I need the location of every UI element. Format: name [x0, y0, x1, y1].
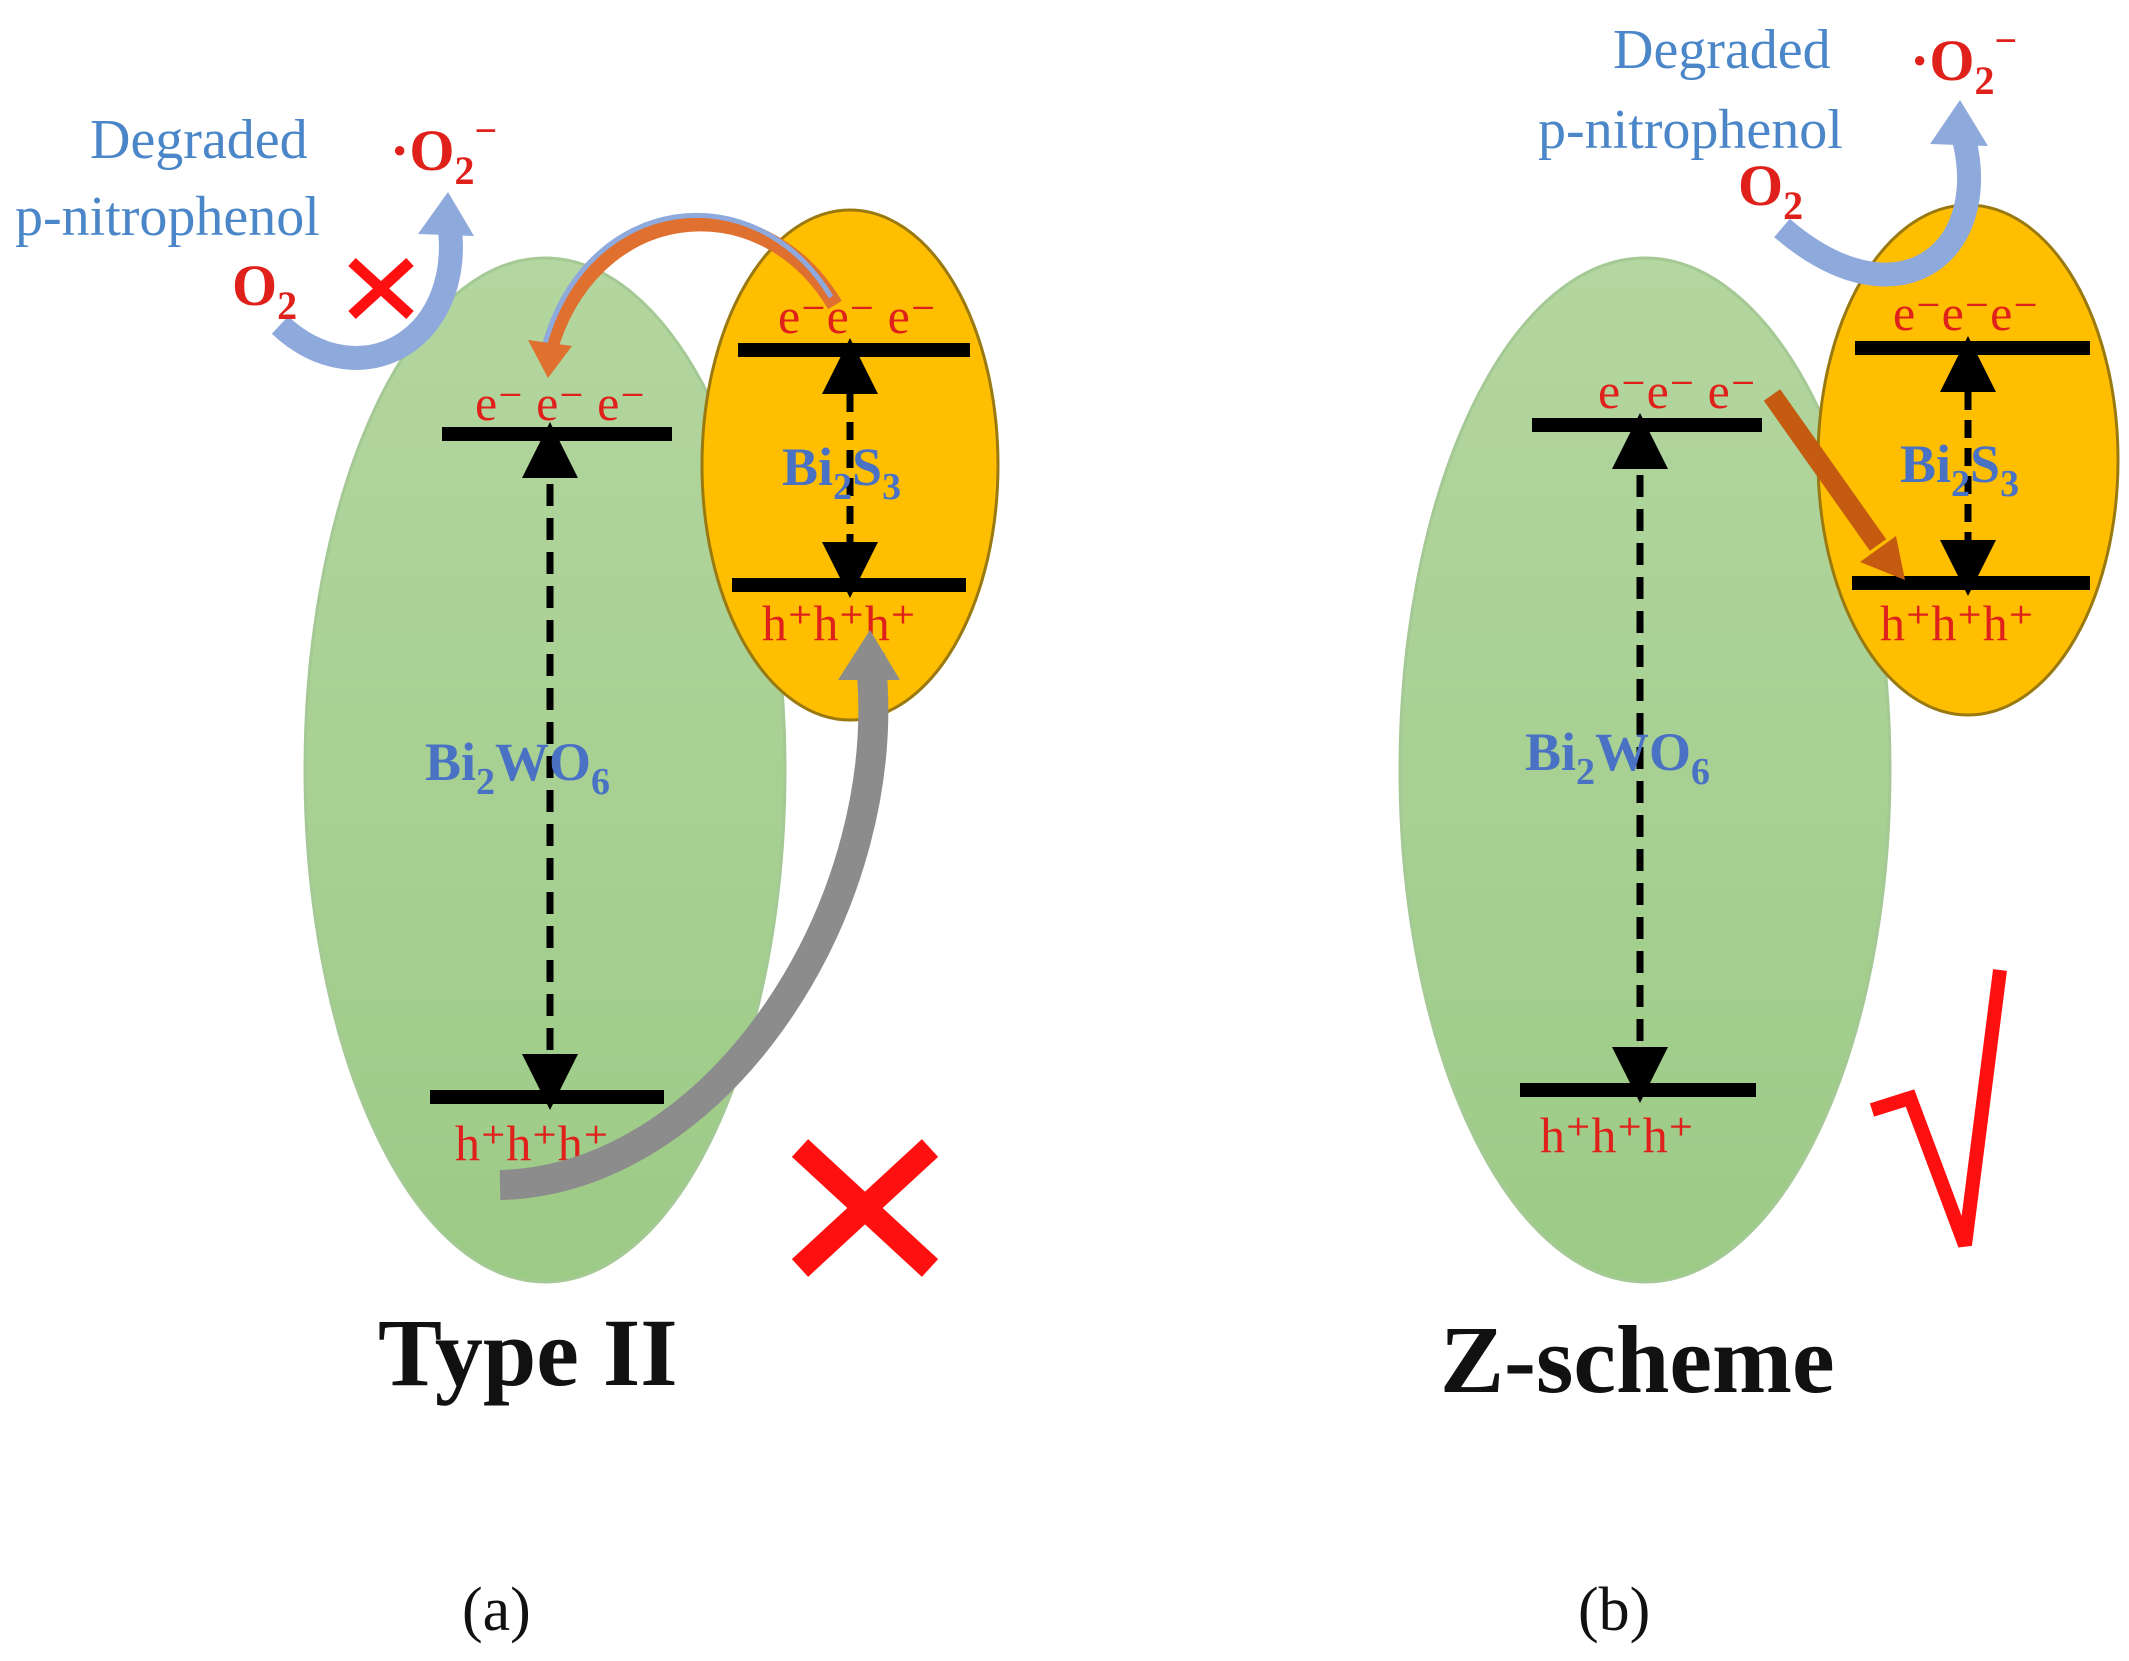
radical-label-a: ·O2− [390, 108, 497, 193]
blocked-reaction-cross-icon [348, 257, 414, 320]
guest-label-a: Bi2S3 [782, 437, 901, 508]
host-vb-holes-b: h⁺h⁺h⁺ [1540, 1107, 1694, 1163]
panel-b: e⁻e⁻ e⁻ h⁺h⁺h⁺ e⁻e⁻e⁻ h⁺h⁺h⁺ Bi2WO6 Bi2S… [1398, 18, 2120, 1644]
host-label-b: Bi2WO6 [1525, 722, 1710, 793]
oxidant-label-a: O2 [232, 253, 297, 328]
guest-vb-holes-b: h⁺h⁺h⁺ [1880, 595, 2034, 651]
guest-cb-electrons-b: e⁻e⁻e⁻ [1893, 285, 2039, 341]
host-cb-electrons-b: e⁻e⁻ e⁻ [1598, 363, 1756, 419]
mechanism-title-a: Type II [378, 1299, 678, 1406]
product-label-line1-b: Degraded [1613, 19, 1831, 81]
oxygen-reduction-arrow-a [271, 212, 463, 370]
oxidant-label-b: O2 [1738, 153, 1803, 228]
product-label-line1-a: Degraded [90, 109, 308, 171]
guest-vb-holes-a: h⁺h⁺h⁺ [762, 595, 916, 651]
check-icon [1869, 969, 2007, 1248]
panel-label-b: (b) [1578, 1576, 1650, 1644]
guest-label-b: Bi2S3 [1900, 434, 2019, 505]
hole-transfer-arrow-a [499, 653, 889, 1200]
panel-a: e⁻ e⁻ e⁻ h⁺h⁺h⁺ e⁻e⁻ e⁻ h⁺h⁺h⁺ Bi2WO6 Bi… [15, 108, 1000, 1644]
electron-transfer-arrow-a [540, 215, 842, 358]
radical-label-b: ·O2− [1910, 18, 2017, 103]
product-label-line2-a: p-nitrophenol [15, 186, 320, 248]
product-label-line2-b: p-nitrophenol [1538, 99, 1843, 161]
z-scheme-transfer-arrow-b [1763, 389, 1887, 551]
cross-icon [791, 1139, 939, 1277]
panel-label-a: (a) [462, 1576, 531, 1644]
guest-cb-electrons-a: e⁻e⁻ e⁻ [778, 288, 936, 344]
oxygen-reduction-arrow-b [1774, 121, 1981, 287]
mechanism-title-b: Z-scheme [1440, 1306, 1835, 1413]
host-cb-electrons-a: e⁻ e⁻ e⁻ [475, 375, 646, 431]
host-label-a: Bi2WO6 [425, 732, 610, 803]
